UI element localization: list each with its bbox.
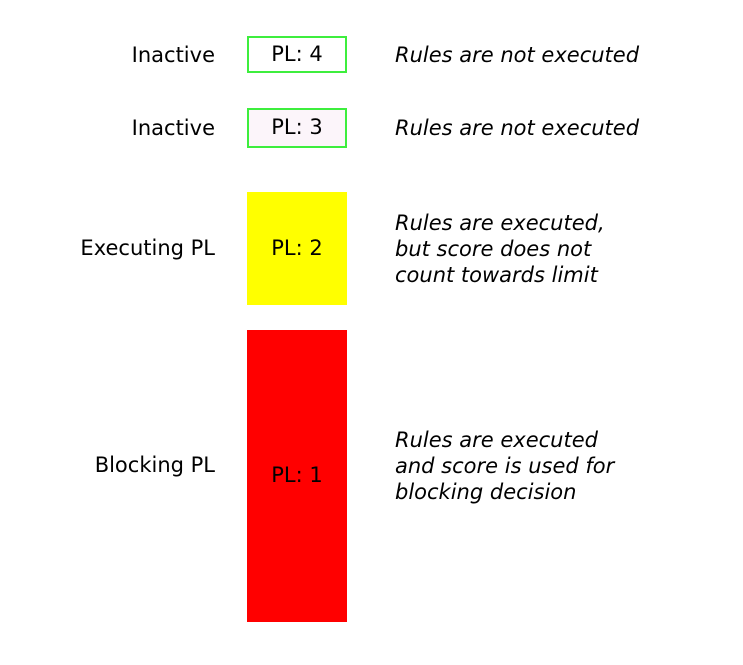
explanation-line: Rules are not executed (395, 116, 640, 140)
pl-box-label-pl2: PL: 2 (271, 235, 323, 260)
pl-row-pl4: Inactive PL: 4 Rules are not executed (0, 0, 743, 100)
pl-box-label-pl1: PL: 1 (271, 463, 323, 488)
explanation-line: but score does not (395, 237, 592, 261)
explanation-line: count towards limit (395, 263, 598, 287)
state-label-pl1: Blocking PL (94, 453, 215, 477)
explanation-line: Rules are executed, (395, 211, 605, 235)
explanation-pl4: Rules are not executed (395, 42, 743, 68)
pl-row-pl2: Executing PL PL: 2 Rules are executed, b… (0, 0, 743, 305)
explanation-pl2: Rules are executed, but score does not c… (395, 210, 743, 288)
explanation-pl1: Rules are executed and score is used for… (395, 427, 743, 505)
pl-box-pl1: PL: 1 (247, 330, 347, 622)
pl-box-pl3: PL: 3 (247, 108, 347, 148)
explanation-line: blocking decision (395, 480, 577, 504)
explanation-line: Rules are not executed (395, 43, 640, 67)
pl-box-label-pl3: PL: 3 (271, 115, 323, 140)
explanation-line: Rules are executed (395, 428, 598, 452)
pl-box-label-pl4: PL: 4 (271, 41, 323, 66)
state-label-pl2: Executing PL (80, 236, 215, 260)
pl-box-pl2: PL: 2 (247, 192, 347, 305)
explanation-line: and score is used for (395, 454, 615, 478)
explanation-pl3: Rules are not executed (395, 115, 743, 141)
state-label-pl3: Inactive (131, 116, 215, 140)
pl-box-pl4: PL: 4 (247, 36, 347, 73)
pl-row-pl3: Inactive PL: 3 Rules are not executed (0, 0, 743, 148)
state-label-pl4: Inactive (131, 43, 215, 67)
pl-row-pl1: Blocking PL PL: 1 Rules are executed and… (0, 0, 743, 622)
